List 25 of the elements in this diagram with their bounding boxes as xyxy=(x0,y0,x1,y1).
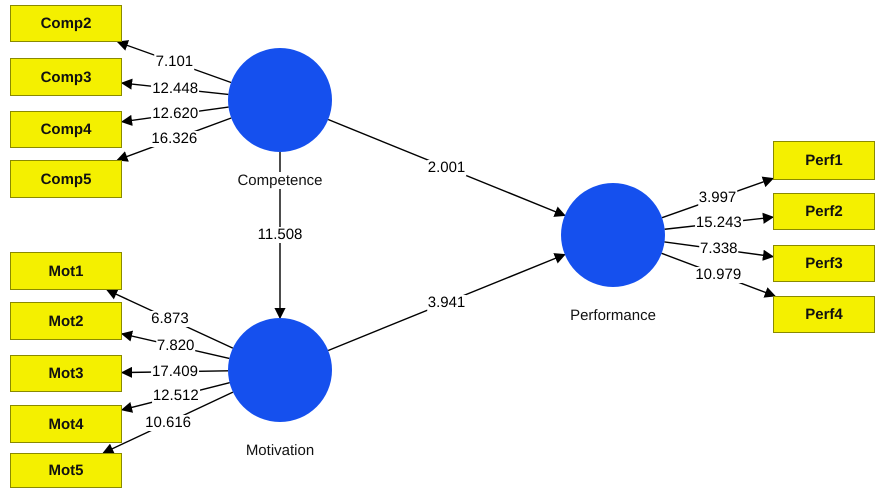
edge-label: 7.820 xyxy=(156,338,196,354)
edge-label: 2.001 xyxy=(426,160,466,176)
indicator-box: Comp5 xyxy=(10,160,122,198)
indicator-box: Mot3 xyxy=(10,355,122,392)
indicator-box: Perf2 xyxy=(773,193,875,230)
indicator-box: Perf1 xyxy=(773,141,875,180)
edge-label: 3.997 xyxy=(698,190,738,206)
indicator-box: Mot4 xyxy=(10,405,122,443)
indicator-box: Mot1 xyxy=(10,252,122,290)
indicator-box: Mot5 xyxy=(10,453,122,488)
edge-label: 16.326 xyxy=(150,131,198,147)
indicator-box: Perf4 xyxy=(773,296,875,333)
indicator-box: Comp2 xyxy=(10,5,122,42)
edge-label: 10.979 xyxy=(694,266,742,283)
edge-label: 10.616 xyxy=(144,414,192,431)
indicator-box: Perf3 xyxy=(773,245,875,282)
edge-label: 11.508 xyxy=(256,227,304,243)
edge-label: 12.512 xyxy=(152,388,200,404)
indicator-box: Comp3 xyxy=(10,58,122,96)
edge-label: 6.873 xyxy=(150,311,190,328)
construct-name: Competence xyxy=(235,172,325,189)
edge-label: 3.941 xyxy=(426,294,466,310)
indicator-box: Mot2 xyxy=(10,302,122,340)
edge-label: 7.101 xyxy=(154,54,194,70)
indicator-box: Comp4 xyxy=(10,111,122,148)
